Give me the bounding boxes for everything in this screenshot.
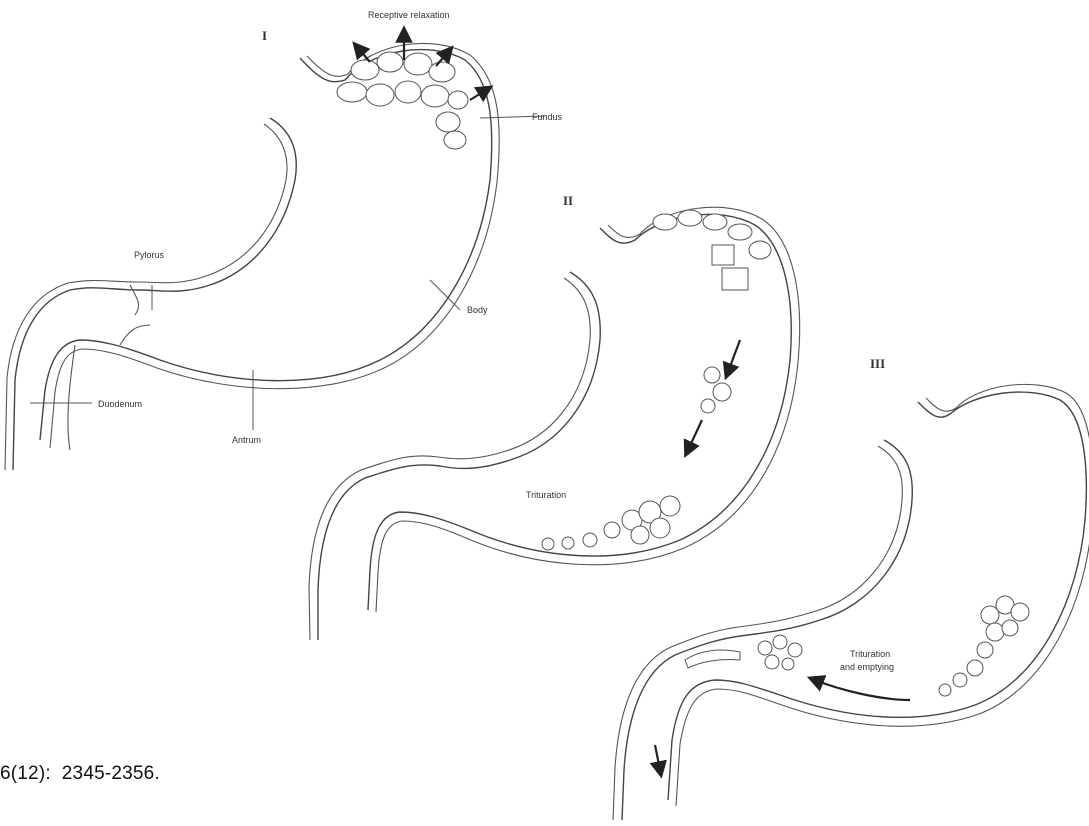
label-trituration-emptying-line2: and emptying <box>840 662 894 672</box>
panel-1-leaders <box>30 116 545 430</box>
panel-2-numeral: II <box>563 193 573 208</box>
panel-3-numeral: III <box>870 356 885 371</box>
panel-1-food-particles <box>337 52 468 149</box>
label-fundus: Fundus <box>532 112 563 122</box>
citation-text: 6(12): 2345-2356. <box>0 763 160 785</box>
label-receptive-relaxation: Receptive relaxation <box>368 10 450 20</box>
panel-1-stomach-outline <box>5 43 499 470</box>
panel-1-numeral: I <box>262 28 267 43</box>
panel-2: II Trituration <box>309 193 800 640</box>
label-antrum: Antrum <box>232 435 261 445</box>
panel-1: I Receptive relaxation Fundus Pylorus Bo… <box>5 10 563 470</box>
label-duodenum: Duodenum <box>98 399 142 409</box>
panel-3-stomach-outline <box>613 384 1089 820</box>
label-pylorus: Pylorus <box>134 250 165 260</box>
label-trituration-emptying-line1: Trituration <box>850 649 890 659</box>
label-body: Body <box>467 305 488 315</box>
panel-3-food-particles <box>685 596 1029 696</box>
panel-2-food-particles <box>542 210 771 550</box>
panel-3: III Trituration and emptying <box>613 356 1089 820</box>
label-trituration: Trituration <box>526 490 566 500</box>
